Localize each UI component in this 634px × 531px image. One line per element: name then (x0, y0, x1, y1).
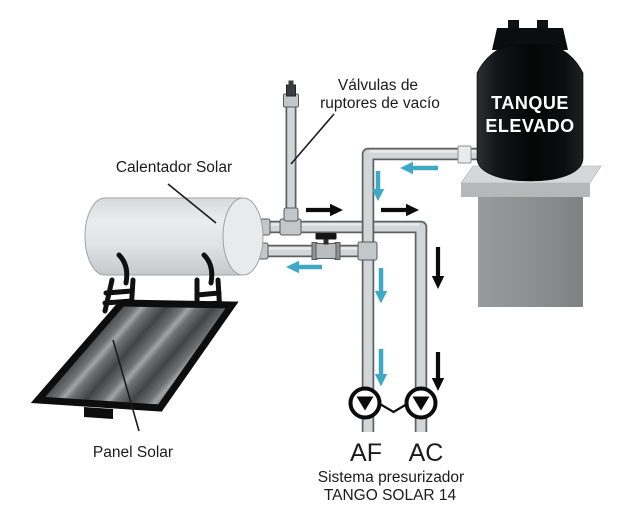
label-vacuum-valves-line1: Válvulas de (338, 77, 418, 94)
pump-ac-icon (404, 386, 438, 420)
tank-lid-notch-left (508, 20, 519, 28)
pedestal-column (478, 190, 583, 307)
label-pointer-vacuum-valves (290, 113, 335, 165)
vacuum-breaker-valve-icon (283, 80, 299, 108)
cold-flow-arrow-down-lower (374, 349, 388, 387)
tank-pedestal (460, 165, 602, 307)
tee-fitting-vacuum-stub (283, 207, 299, 222)
caption-pressurizer-line2: TANGO SOLAR 14 (324, 487, 457, 504)
hot-flow-arrow-down-lower (431, 352, 445, 391)
hot-flow-arrow-heater-out (306, 203, 343, 217)
solar-heater-tank (84, 197, 264, 276)
pressurizer-pumps (348, 386, 438, 420)
label-solar-panel: Panel Solar (93, 444, 173, 461)
coupling-tank (457, 145, 472, 164)
heater-body (84, 197, 244, 276)
cold-flow-arrow-from-tank (400, 161, 438, 175)
panel-tab (84, 407, 113, 419)
label-pointer-solar-panel (112, 339, 140, 432)
label-cold-outlet-af: AF (350, 439, 382, 467)
tank-body (476, 44, 584, 182)
solar-panel (30, 299, 239, 419)
tank-label-line2: ELEVADO (485, 116, 574, 136)
tank-lid (492, 28, 568, 50)
tank-lid-notch-right (537, 20, 548, 28)
label-hot-outlet-ac: AC (409, 439, 444, 467)
tee-fitting-cold-line (357, 241, 378, 261)
pump-af-icon (348, 386, 382, 420)
label-solar-heater: Calentador Solar (116, 159, 232, 176)
caption-pressurizer-line1: Sistema presurizador (318, 469, 464, 486)
platform-front (461, 183, 590, 197)
panel-surface (30, 299, 239, 412)
cold-flow-arrow-down-mid (374, 268, 388, 304)
ball-valve-icon (311, 233, 341, 260)
heater-end-cap (222, 197, 264, 276)
cold-flow-arrow-into-heater (286, 260, 322, 274)
tank-label-line1: TANQUE (491, 93, 569, 113)
hot-flow-arrow-down-upper (431, 247, 445, 289)
pump-link-line (379, 403, 408, 414)
label-pointer-solar-heater (167, 183, 217, 224)
cold-flow-arrow-down-top (371, 171, 385, 201)
elevated-tank: TANQUE ELEVADO (476, 20, 584, 182)
label-vacuum-valves-line2: ruptores de vacío (320, 95, 440, 112)
hot-flow-arrow-to-elbow (381, 203, 419, 217)
hot-supply-pipe (251, 220, 428, 432)
heater-return-pipe (249, 244, 370, 258)
